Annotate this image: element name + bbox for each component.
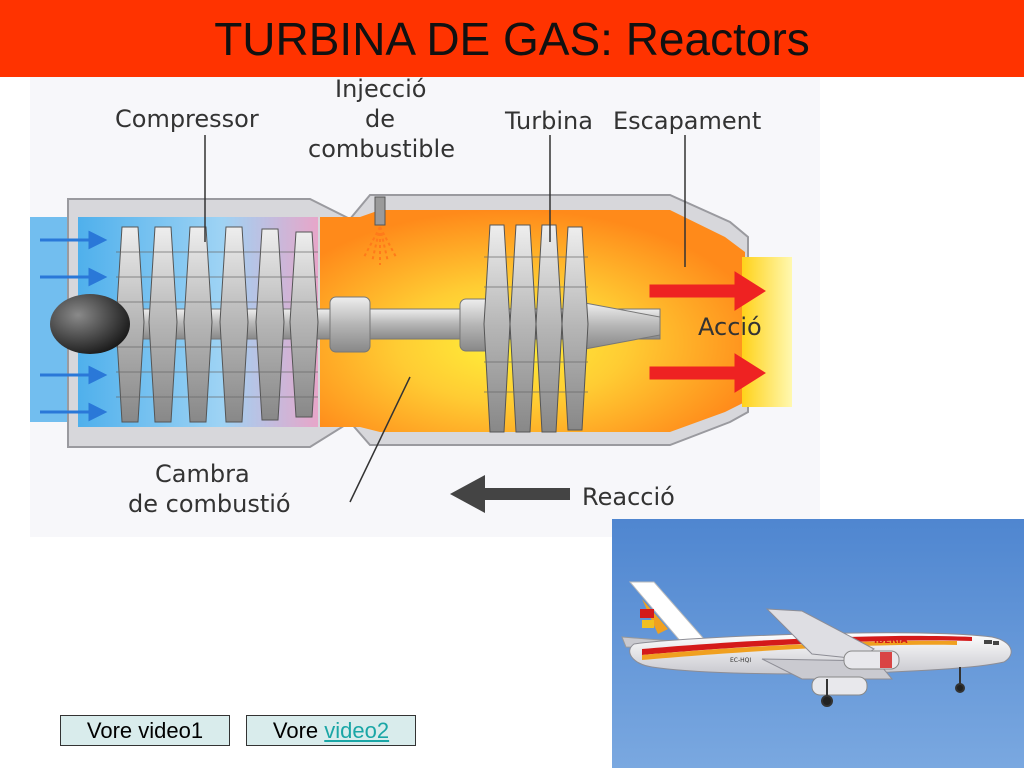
engine-icon: [811, 650, 900, 696]
title-bar: [0, 0, 1024, 77]
aircraft-registration: EC-HQI: [730, 657, 751, 664]
label-injection-3: combustible: [308, 135, 455, 163]
slide-title: TURBINA DE GAS: Reactors: [214, 13, 810, 65]
label-compressor: Compressor: [115, 105, 259, 133]
label-injection-1: Injecció: [335, 77, 426, 103]
action-arrows: [649, 271, 766, 393]
turbine-blades: [483, 224, 589, 433]
label-exhaust: Escapament: [613, 107, 761, 135]
label-reaction: Reacció: [582, 483, 675, 511]
label-chamber-2: de combustió: [128, 490, 291, 518]
video2-prefix: Vore: [272, 718, 325, 743]
label-turbine: Turbina: [504, 107, 593, 135]
airline-name: IBERIA: [874, 636, 908, 646]
jet-engine-diagram: Compressor Injecció de combustible Turbi…: [30, 77, 820, 537]
airplane-photo: IBERIA EC-HQI: [612, 519, 1024, 768]
fuel-injector-icon: [363, 196, 397, 265]
label-chamber-1: Cambra: [155, 460, 250, 488]
reaction-arrow: [450, 475, 570, 513]
video1-button[interactable]: Vore video1: [60, 715, 230, 746]
nose-cone: [50, 294, 130, 354]
label-action: Acció: [698, 313, 762, 341]
intake-arrows: [40, 230, 108, 422]
video2-link[interactable]: video2: [324, 718, 390, 743]
label-injection-2: de: [365, 105, 395, 133]
video2-button[interactable]: Vore video2: [246, 715, 416, 746]
video1-label: Vore video1: [86, 718, 204, 743]
